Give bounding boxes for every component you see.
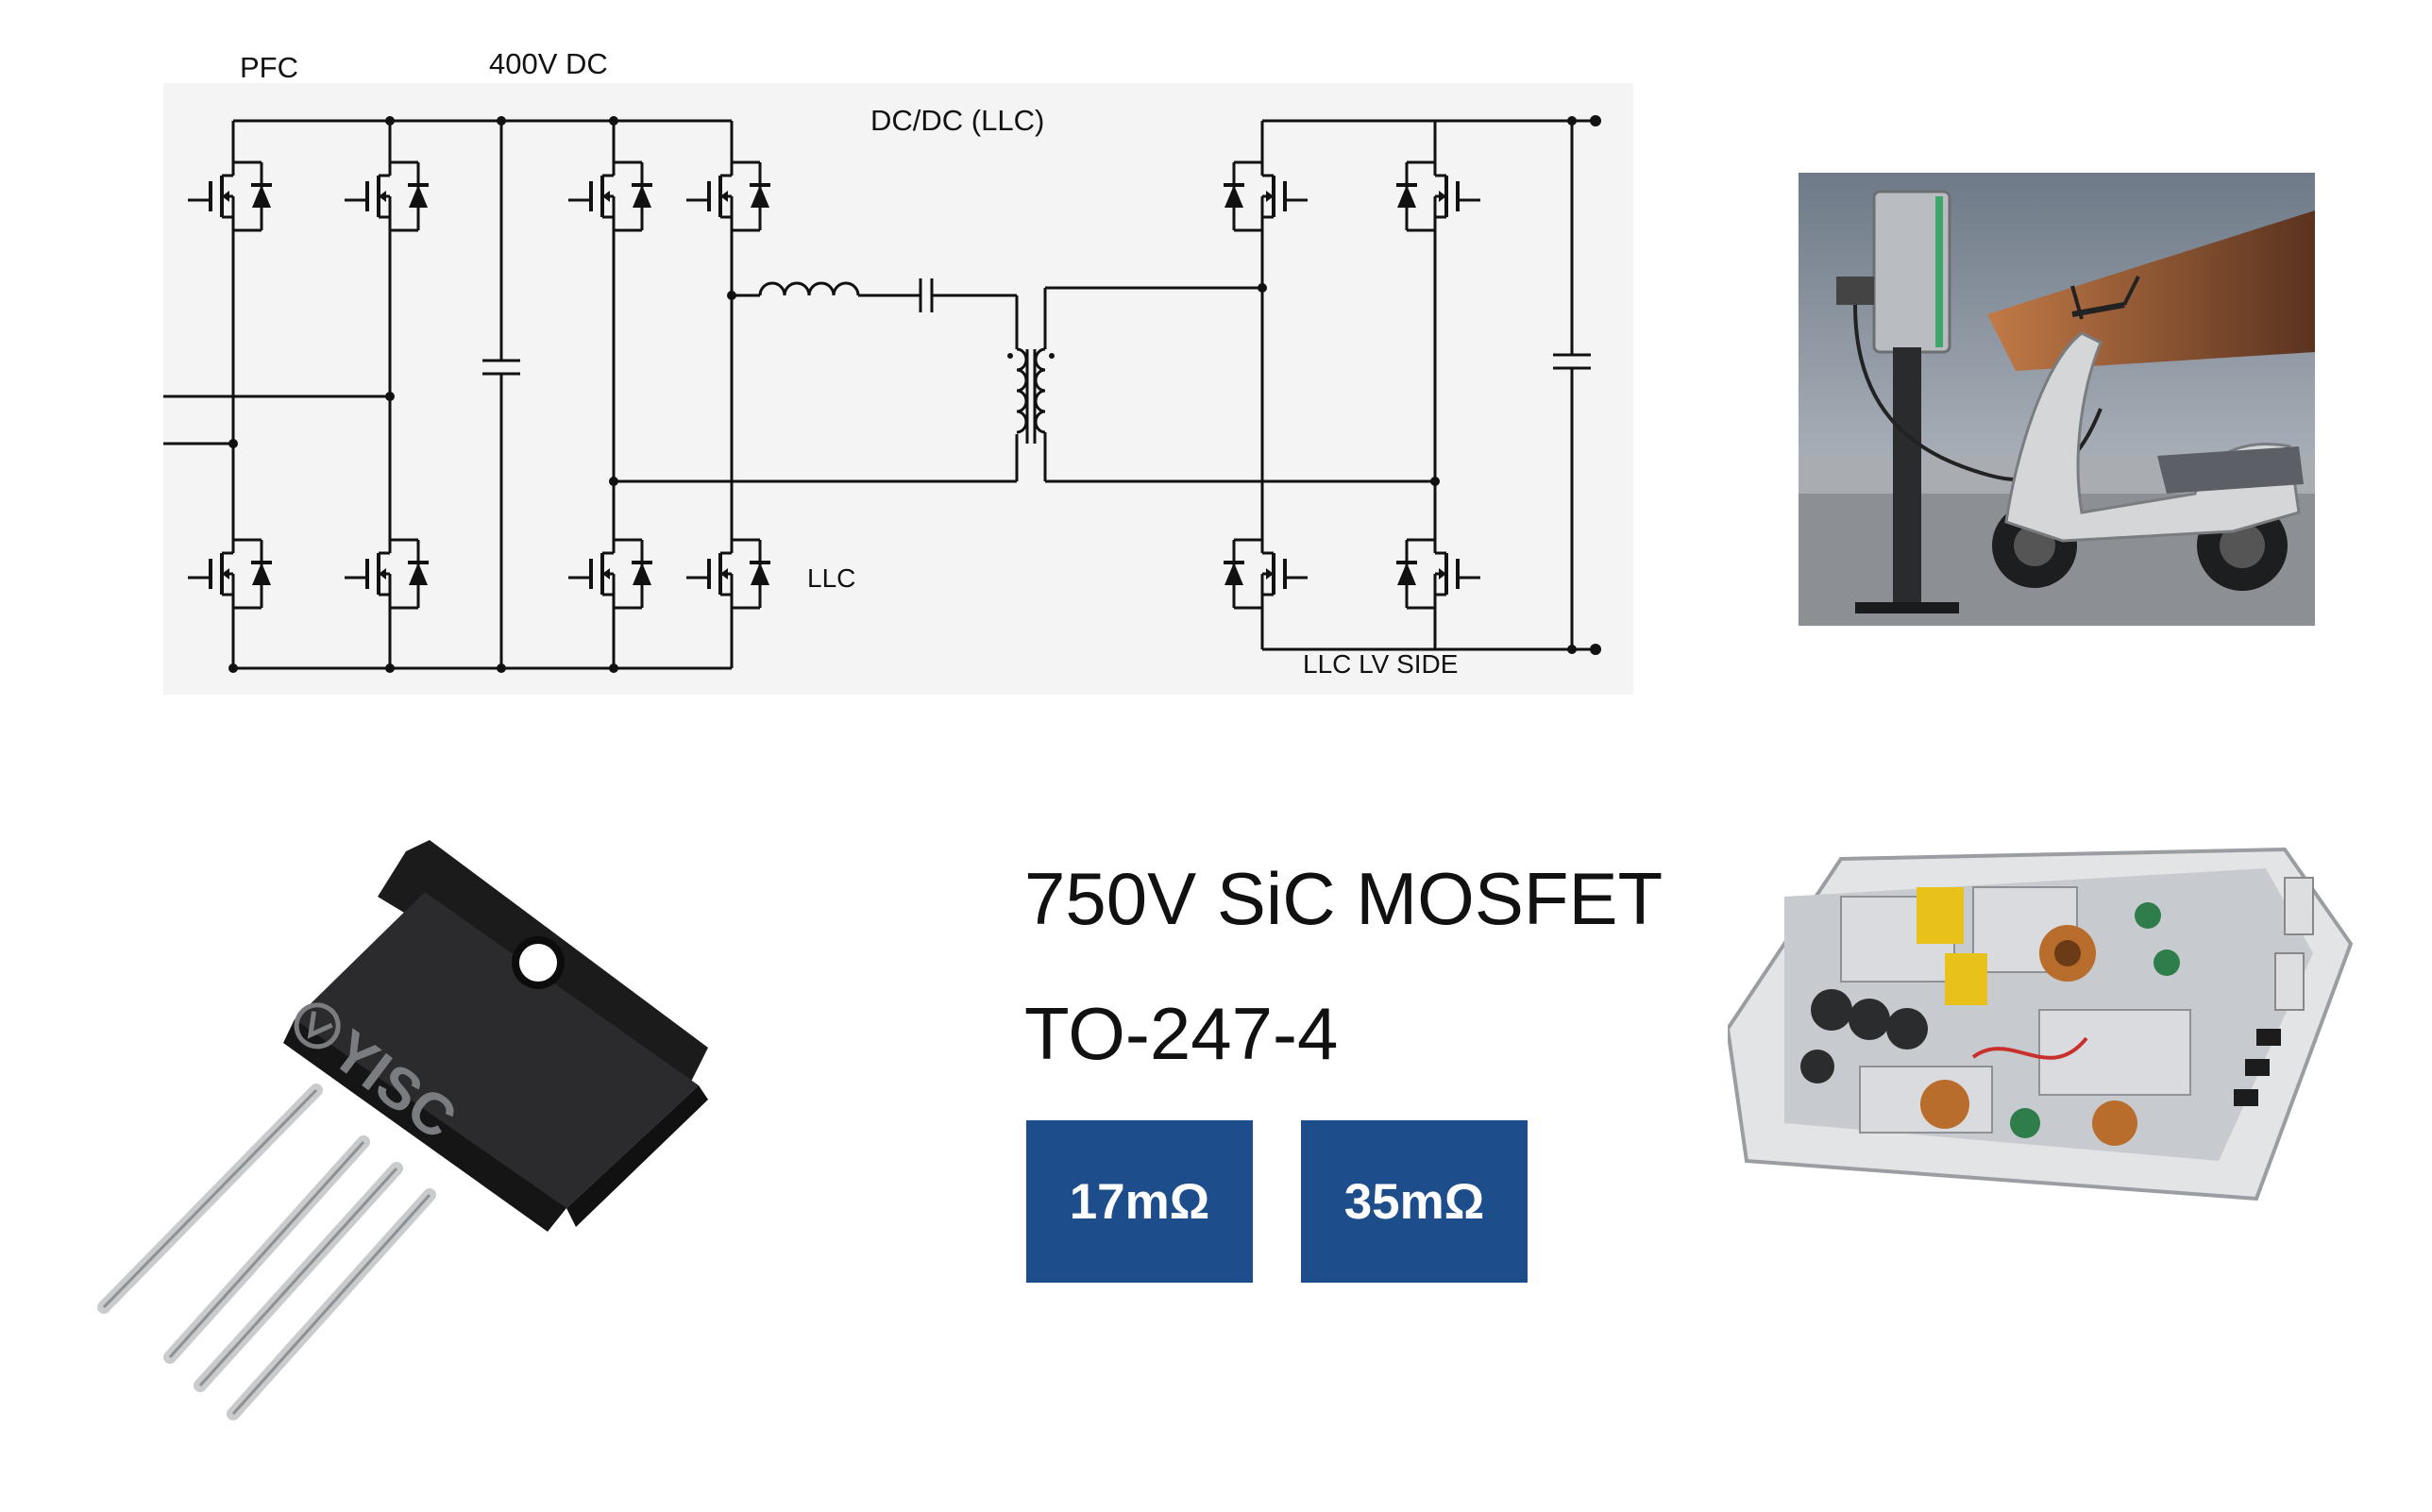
product-package: TO-247-4 <box>1024 992 1339 1075</box>
ev-charger-scooter-photo <box>1799 173 2315 626</box>
dc-bus-label: 400V DC <box>489 47 608 80</box>
to247-4-package-image: YISC <box>97 840 708 1420</box>
llc-lv-side-label: LLC LV SIDE <box>1303 649 1459 679</box>
dcdc-llc-label: DC/DC (LLC) <box>870 104 1045 137</box>
variant-badge-35mohm: 35mΩ <box>1301 1120 1528 1283</box>
product-title: 750V SiC MOSFET <box>1024 857 1664 940</box>
variant-badge-17mohm: 17mΩ <box>1026 1120 1253 1283</box>
llc-label: LLC <box>807 563 856 593</box>
power-supply-pcb-photo <box>1728 847 2354 1201</box>
pfc-label: PFC <box>240 51 298 84</box>
